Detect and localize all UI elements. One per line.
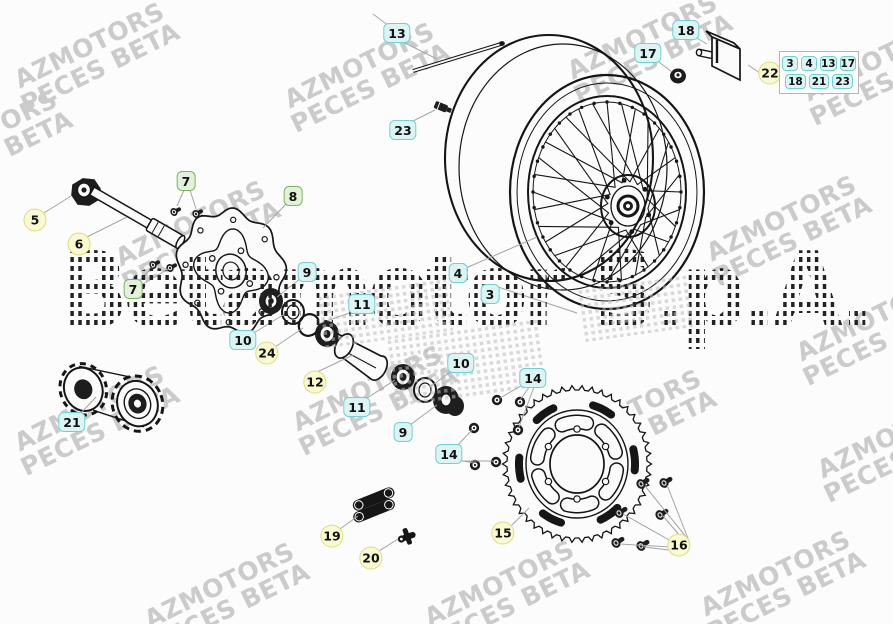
callout-14[interactable]: 14 xyxy=(519,368,547,388)
callout-12[interactable]: 12 xyxy=(303,370,327,394)
legend-item-21[interactable]: 21 xyxy=(808,74,830,89)
callout-15[interactable]: 15 xyxy=(491,521,515,545)
callout-7[interactable]: 7 xyxy=(176,171,196,191)
wheel-spokes xyxy=(532,101,682,283)
brake-disc-drawing xyxy=(175,207,288,334)
callout-3[interactable]: 3 xyxy=(480,284,500,304)
brake-disc-bolts xyxy=(149,207,204,272)
callout-7-2[interactable]: 7 xyxy=(123,279,143,299)
leader-lines xyxy=(43,13,784,553)
spoke-part-drawing xyxy=(412,41,505,73)
axle-drawing xyxy=(71,178,186,250)
callout-21[interactable]: 21 xyxy=(58,412,86,432)
callout-13[interactable]: 13 xyxy=(383,23,411,43)
callout-19[interactable]: 19 xyxy=(320,524,344,548)
callout-14-2[interactable]: 14 xyxy=(435,444,463,464)
chain-link-drawing xyxy=(352,487,395,523)
callout-6[interactable]: 6 xyxy=(67,232,91,256)
callout-23[interactable]: 23 xyxy=(389,120,417,140)
legend-item-3[interactable]: 3 xyxy=(782,56,798,71)
callout-10-2[interactable]: 10 xyxy=(447,353,475,373)
valve-drawing xyxy=(433,101,452,113)
flanged-nut-drawing xyxy=(670,68,686,84)
callout-5[interactable]: 5 xyxy=(23,208,47,232)
callout-22[interactable]: 22 xyxy=(758,61,782,85)
callout-10[interactable]: 10 xyxy=(229,330,257,350)
callout-20[interactable]: 20 xyxy=(359,546,383,570)
rear-wheel-drawing xyxy=(443,33,706,311)
legend-item-4[interactable]: 4 xyxy=(801,56,817,71)
callout-18[interactable]: 18 xyxy=(672,20,700,40)
callout-16[interactable]: 16 xyxy=(667,533,691,557)
sprocket-drawing xyxy=(501,384,653,544)
callout-17[interactable]: 17 xyxy=(634,43,662,63)
spoke-nipples xyxy=(531,100,683,284)
callout-11-2[interactable]: 11 xyxy=(343,397,371,417)
callout-9[interactable]: 9 xyxy=(297,262,317,282)
callout-4[interactable]: 4 xyxy=(448,263,468,283)
callout-9-2[interactable]: 9 xyxy=(393,422,413,442)
callout-24[interactable]: 24 xyxy=(255,341,279,365)
sprocket-bolts xyxy=(611,476,673,551)
legend-item-17[interactable]: 17 xyxy=(839,56,856,71)
spacer-tube xyxy=(333,333,389,381)
legend-item-13[interactable]: 13 xyxy=(820,56,837,71)
legend-item-18[interactable]: 18 xyxy=(785,74,806,89)
chain-guide-drawing xyxy=(695,30,741,82)
callout-11[interactable]: 11 xyxy=(348,294,376,314)
legend-item-23[interactable]: 23 xyxy=(832,74,853,89)
wheel-hub-center xyxy=(600,174,656,238)
callout-8[interactable]: 8 xyxy=(283,186,303,206)
hub-drawing xyxy=(58,362,165,433)
chain-clip-drawing xyxy=(397,528,416,545)
